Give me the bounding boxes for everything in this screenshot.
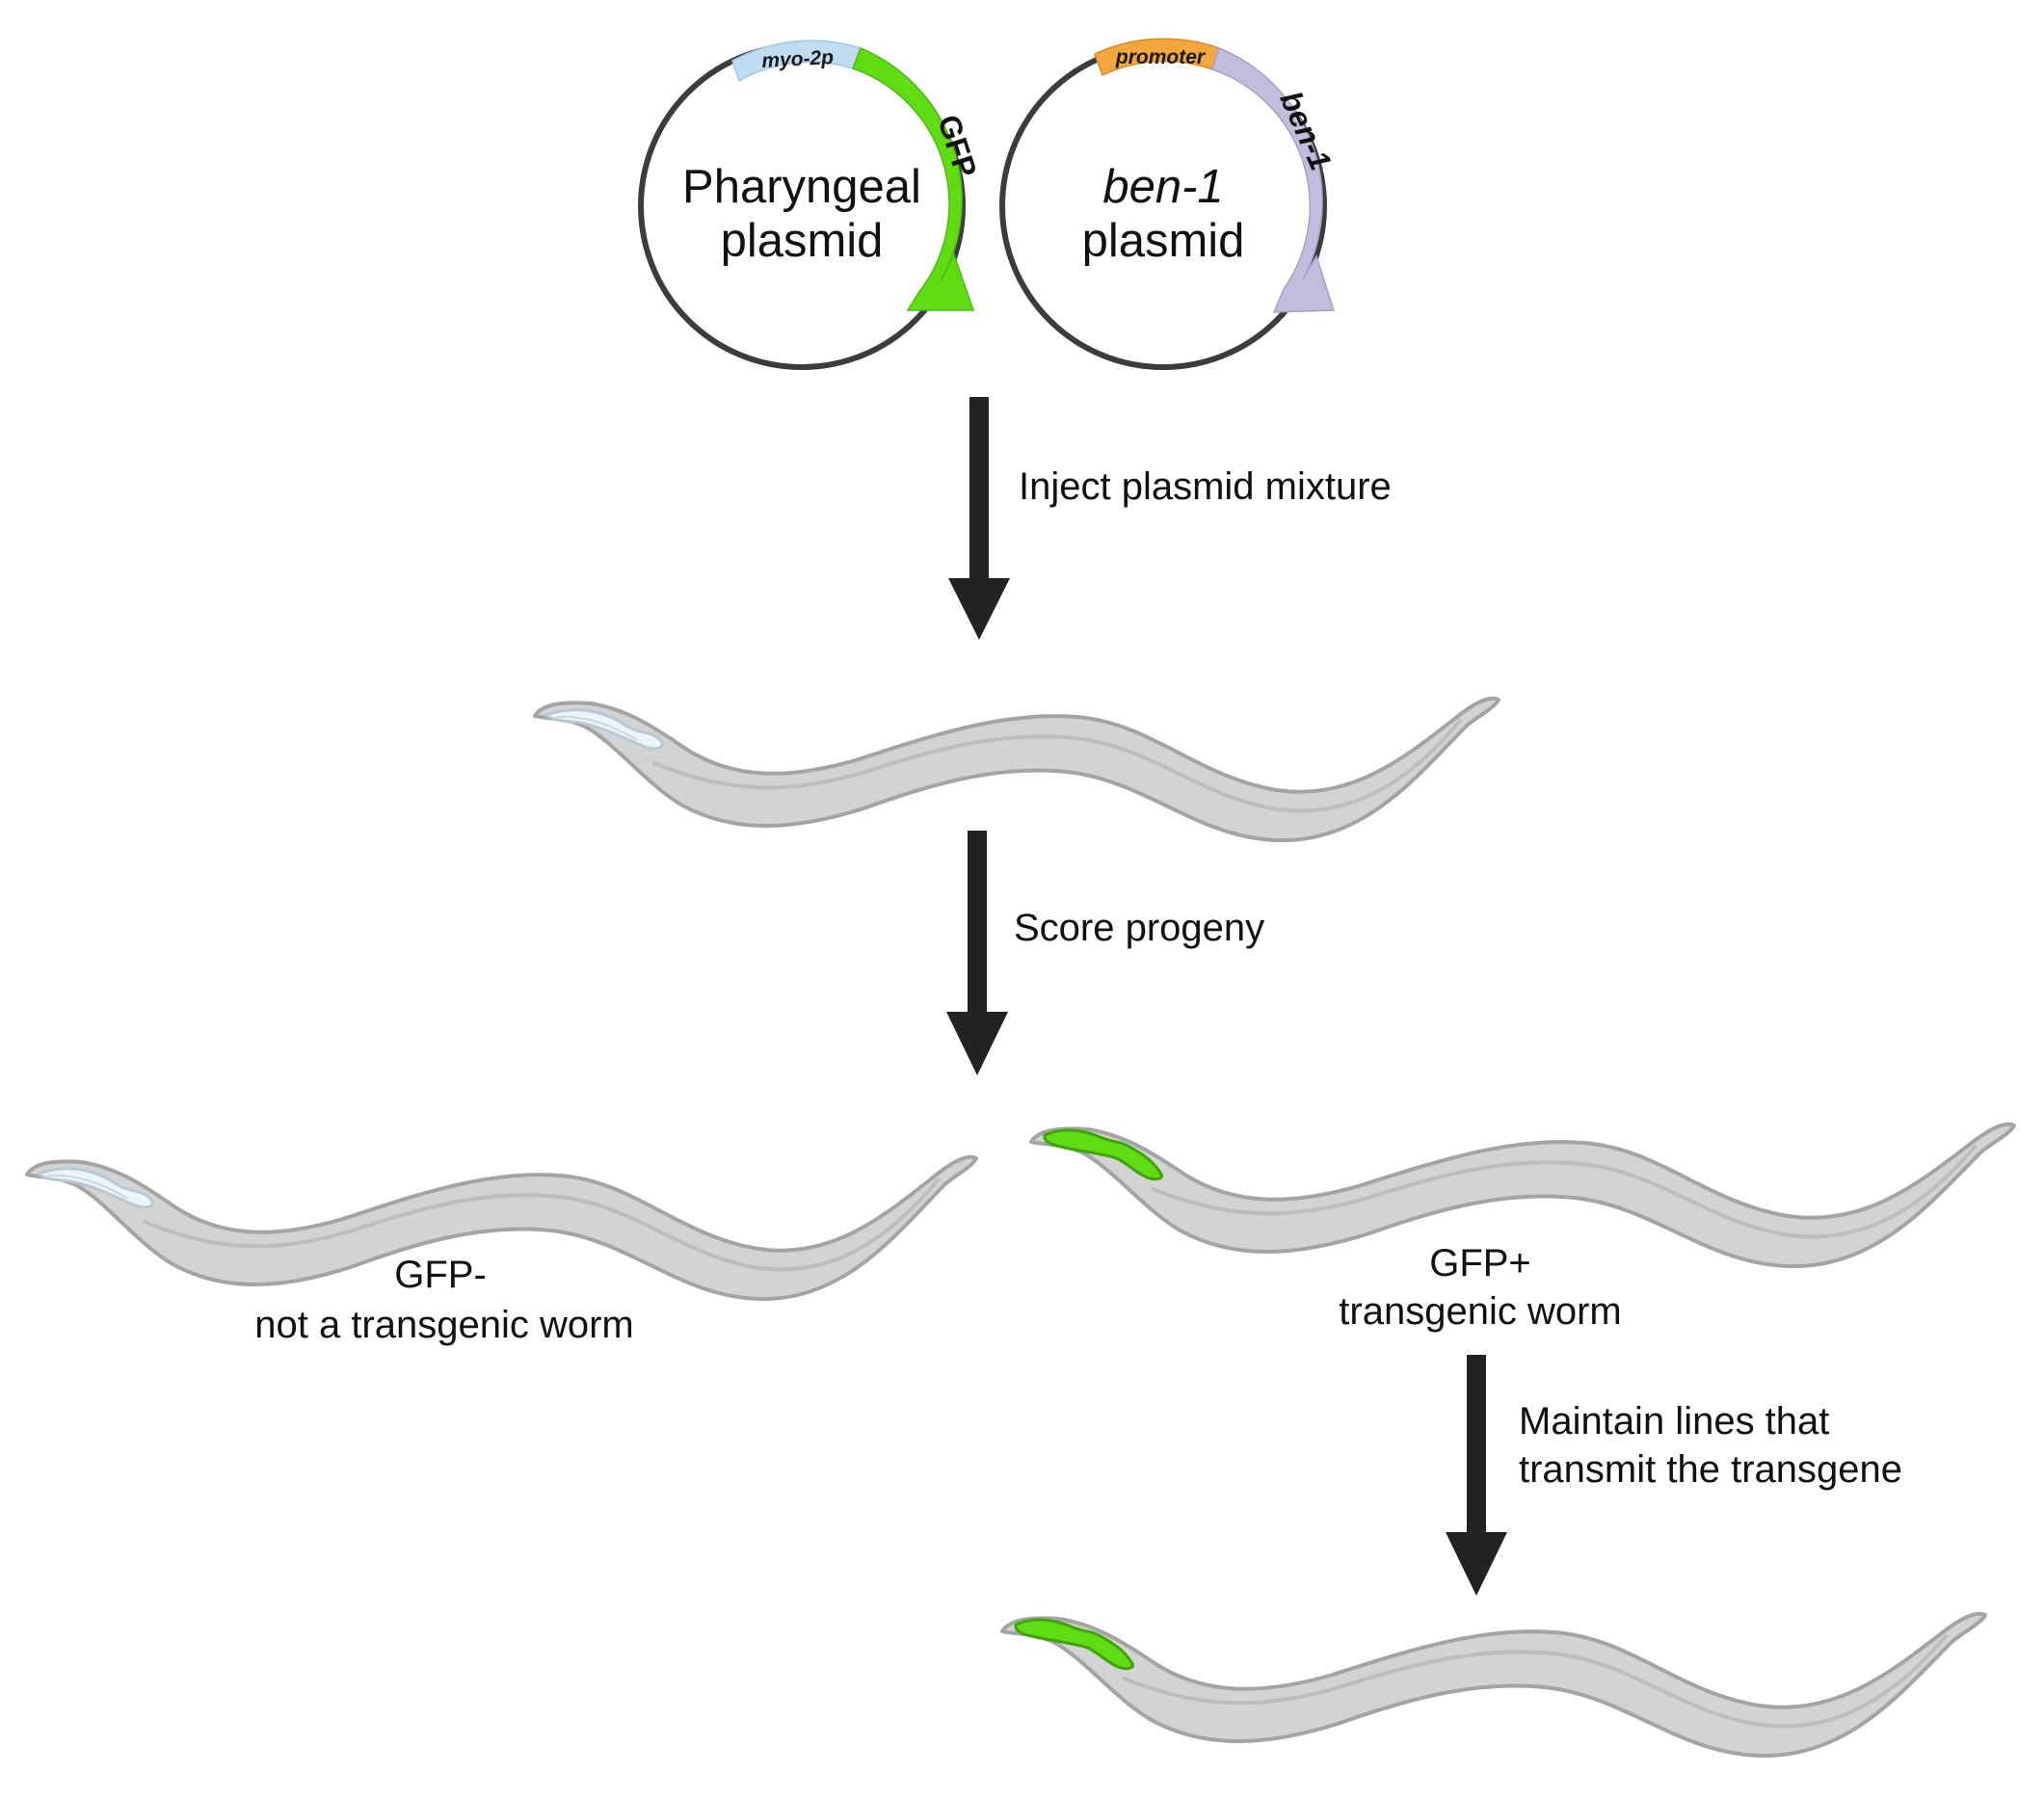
ben1-gene-arrow <box>1211 46 1336 313</box>
gfp-negative-worm <box>25 1154 978 1302</box>
ben1-gene-label: ben-1 <box>1273 86 1339 175</box>
ben1-plasmid-title-2: plasmid <box>1082 215 1245 267</box>
pharyngeal-plasmid: myo-2p GFP Pharyngeal plasmid <box>638 40 984 370</box>
score-step-label: Score progeny <box>1014 907 1264 949</box>
maintain-step-label-1: Maintain lines that <box>1519 1400 1829 1443</box>
injected-worm <box>533 696 1500 843</box>
pharynx-gfp <box>1043 1128 1163 1181</box>
promoter-label: promoter <box>1115 46 1207 68</box>
gfp-positive-description: transgenic worm <box>1339 1290 1621 1333</box>
gfp-positive-label: GFP+ <box>1429 1242 1531 1284</box>
pharyngeal-plasmid-title-1: Pharyngeal <box>682 161 921 213</box>
inject-arrow <box>948 397 1010 640</box>
ben1-plasmid-title-1: ben-1 <box>1102 161 1223 213</box>
gfp-negative-description: not a transgenic worm <box>254 1304 634 1346</box>
maintain-arrow <box>1446 1355 1507 1596</box>
score-arrow <box>946 831 1008 1075</box>
pharynx-gfp <box>1014 1618 1134 1671</box>
gfp-gene-arrow <box>852 47 975 311</box>
maintained-transgenic-worm <box>1002 1614 1985 1756</box>
ben1-plasmid: promoter ben-1 ben-1 plasmid <box>999 38 1339 370</box>
maintain-step-label-2: transmit the transgene <box>1519 1448 1902 1491</box>
myo-2p-label: myo-2p <box>761 46 835 72</box>
pharyngeal-plasmid-title-2: plasmid <box>721 215 884 267</box>
inject-step-label: Inject plasmid mixture <box>1019 465 1392 508</box>
gfp-negative-label: GFP- <box>394 1254 487 1296</box>
